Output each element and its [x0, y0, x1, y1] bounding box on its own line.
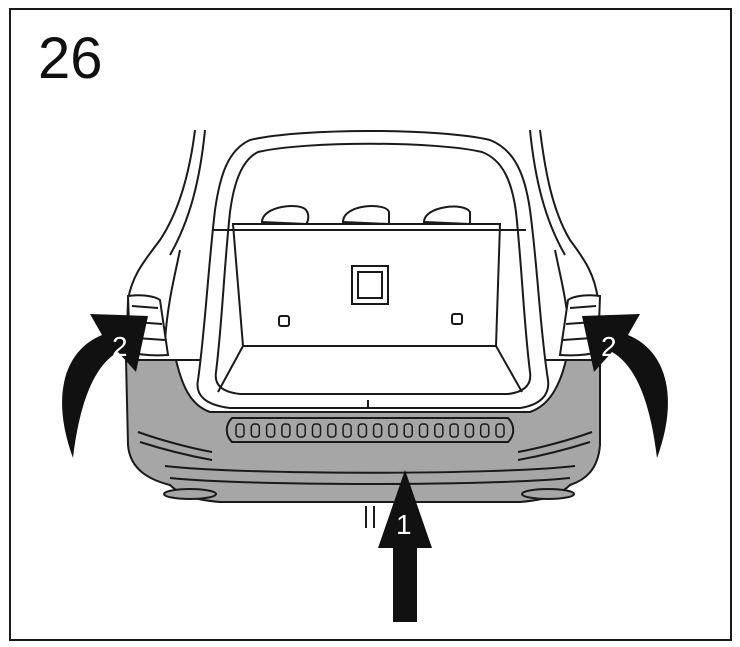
- seat-latch-left: [278, 315, 290, 327]
- pull-arrow-left-icon: [62, 314, 148, 458]
- reflector-left: [137, 431, 213, 461]
- step-groove: [403, 423, 413, 438]
- step-groove: [296, 423, 306, 438]
- callout-label-1: 1: [396, 509, 412, 540]
- seat-latch-right: [451, 313, 463, 325]
- bumper-step-plate: [225, 417, 515, 443]
- passthrough-hatch-inner: [357, 271, 383, 299]
- step-groove: [434, 423, 444, 438]
- step-groove: [464, 423, 475, 438]
- step-groove: [235, 423, 245, 438]
- reflector-right: [517, 431, 593, 461]
- step-groove: [265, 423, 276, 438]
- headrest-left: [260, 205, 310, 226]
- cargo-floor-left: [217, 345, 244, 393]
- callout-label-2-right: 2: [601, 331, 617, 362]
- callout-arrow-1: 1: [378, 470, 432, 622]
- step-groove: [281, 423, 291, 438]
- headrest-center: [341, 205, 390, 226]
- pull-arrow-right-icon: [582, 314, 668, 458]
- exhaust-tip-left: [163, 488, 217, 500]
- step-groove: [495, 423, 505, 438]
- step-groove: [418, 423, 429, 438]
- step-groove: [372, 423, 383, 438]
- step-groove: [479, 423, 490, 438]
- step-groove: [250, 423, 261, 438]
- left-pillar: [164, 129, 206, 341]
- step-groove: [388, 423, 398, 438]
- step-groove: [327, 423, 337, 438]
- step-groove: [357, 423, 368, 438]
- cargo-floor-right: [495, 345, 523, 393]
- headrests: [260, 205, 471, 226]
- callout-label-2-left: 2: [112, 331, 128, 362]
- cargo-area: [212, 223, 526, 408]
- lower-valance: [164, 465, 576, 485]
- exhaust-tip-right: [521, 488, 575, 500]
- step-groove: [342, 423, 352, 438]
- push-arrow-icon: [378, 470, 432, 622]
- step-number: 26: [38, 26, 103, 91]
- step-plate-grooves: [235, 423, 505, 438]
- headrest-right: [422, 205, 471, 226]
- callout-arrow-2-left: 2: [62, 314, 148, 458]
- step-groove: [449, 423, 459, 438]
- step-groove: [311, 423, 322, 438]
- callout-arrow-2-right: 2: [582, 314, 668, 458]
